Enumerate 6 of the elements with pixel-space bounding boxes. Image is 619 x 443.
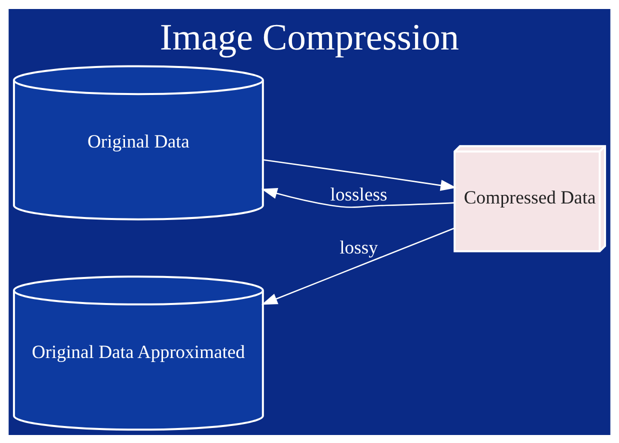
arrow (261, 226, 455, 304)
arrow (263, 158, 457, 190)
arrow (261, 187, 455, 208)
diagram-title: Image Compression (160, 16, 460, 58)
edge-label: lossy (340, 237, 378, 258)
edge-label: lossless (330, 184, 388, 205)
